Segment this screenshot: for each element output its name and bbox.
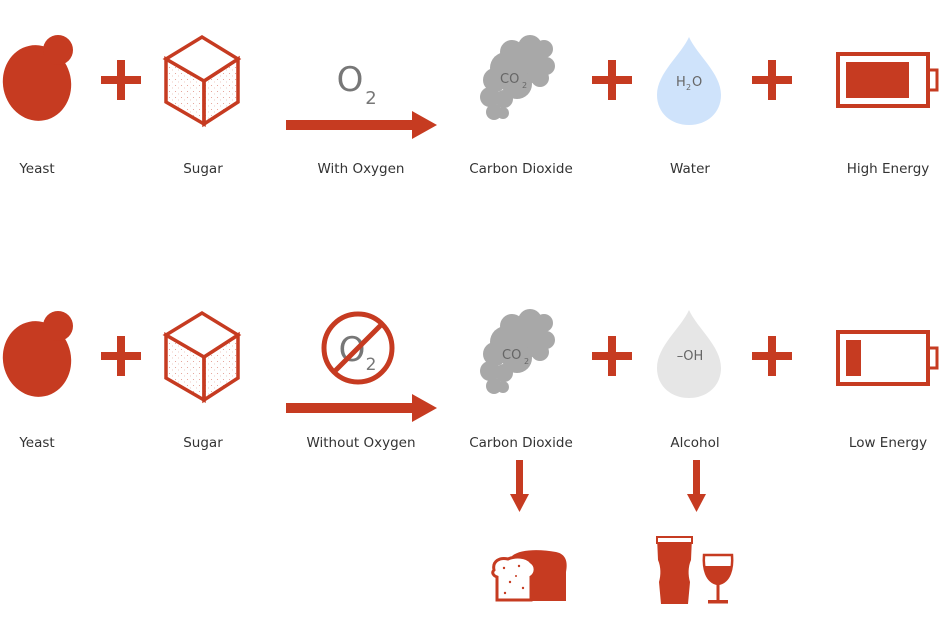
drop-icon: H 2 O (657, 37, 721, 125)
aerobic-row: Yeast Sugar O 2 With Oxygen CO 2 Carbon … (0, 35, 939, 177)
plus-icon (752, 336, 792, 376)
plus-icon (101, 60, 141, 100)
sugar-cube-icon (164, 35, 240, 126)
yeast-label: Yeast (18, 435, 54, 451)
sugar-label: Sugar (183, 161, 223, 177)
arrow-right-icon (286, 394, 437, 422)
battery-fill (846, 340, 861, 376)
energy-label: Low Energy (849, 435, 927, 451)
plus-icon (592, 60, 632, 100)
co2-formula-subscript: 2 (524, 357, 529, 366)
yeast-cell-icon (0, 311, 79, 404)
plus-icon (101, 336, 141, 376)
yeast-cell-icon (0, 35, 79, 128)
energy-label: High Energy (847, 161, 930, 177)
plus-icon (752, 60, 792, 100)
water-formula-subscript: 2 (686, 83, 691, 92)
product2-label: Water (670, 161, 710, 177)
co2-cloud-icon: CO 2 (480, 309, 555, 394)
sugar-cube-icon (164, 311, 240, 402)
arrow-down-icon (687, 460, 706, 512)
condition-label: With Oxygen (318, 161, 405, 177)
oxygen-symbol-letter: O (337, 60, 364, 100)
bread-icon (491, 550, 567, 602)
arrow-down-icon (510, 460, 529, 512)
co2-formula: CO (502, 348, 521, 363)
arrow-right-icon (286, 111, 437, 139)
no-oxygen-icon: O 2 (321, 311, 395, 385)
drop-icon: –OH (657, 310, 721, 398)
anaerobic-row: Yeast Sugar O 2 Without Oxygen CO 2 Carb… (0, 309, 939, 604)
condition-label: Without Oxygen (306, 435, 415, 451)
product1-label: Carbon Dioxide (469, 435, 573, 451)
product2-label: Alcohol (670, 435, 719, 451)
co2-formula: CO (500, 72, 519, 87)
water-formula-h: H (676, 75, 686, 90)
plus-icon (592, 336, 632, 376)
battery-fill (846, 62, 909, 98)
water-formula-o: O (692, 75, 702, 90)
battery-icon (836, 330, 939, 386)
yeast-label: Yeast (18, 161, 54, 177)
oxygen-symbol-subscript: 2 (365, 88, 376, 109)
co2-formula-subscript: 2 (522, 81, 527, 90)
product1-label: Carbon Dioxide (469, 161, 573, 177)
battery-icon (836, 52, 939, 108)
sugar-label: Sugar (183, 435, 223, 451)
beer-wine-icon (656, 536, 734, 604)
co2-cloud-icon: CO 2 (480, 35, 555, 120)
oxygen-symbol: O 2 (337, 60, 377, 109)
alcohol-formula: –OH (677, 349, 704, 364)
oxygen-symbol-subscript: 2 (366, 355, 377, 375)
